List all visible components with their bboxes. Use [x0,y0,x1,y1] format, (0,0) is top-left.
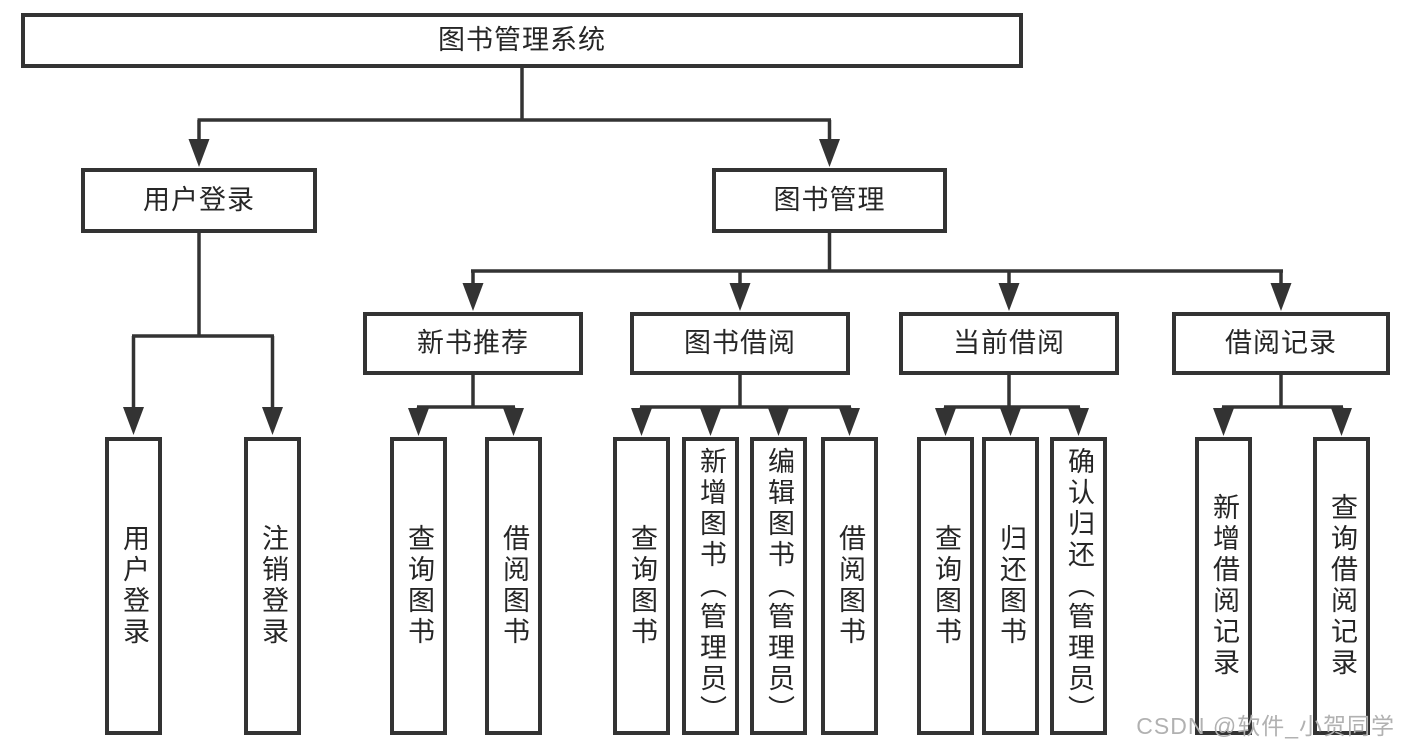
connector-root-to-level2 [197,68,832,140]
arrowhead [768,408,789,436]
leaf-add-borrow-record-label: 新增借阅记录 [1209,493,1239,679]
leaf-query-books-current: 查询图书 [917,437,974,735]
arrowhead [503,408,524,436]
leaf-query-borrow-record-label: 查询借阅记录 [1327,493,1357,679]
leaf-return-book-label: 归还图书 [996,524,1026,648]
arrowhead [935,408,956,436]
arrowhead [262,407,283,435]
leaf-add-borrow-record: 新增借阅记录 [1195,437,1252,735]
node-user-login-branch: 用户登录 [81,168,317,233]
connector-book-branch [471,233,1283,284]
leaf-query-books-recommend: 查询图书 [390,437,447,735]
connector-borrow-records-group [1221,375,1344,409]
node-book-borrow: 图书借阅 [630,312,850,375]
connector-user-branch [131,233,275,408]
leaf-query-books-borrow: 查询图书 [613,437,670,735]
arrowhead [1000,408,1021,436]
leaf-edit-book-admin: 编辑图书（管理员） [750,437,807,735]
node-current-borrow: 当前借阅 [899,312,1119,375]
leaf-borrow-books-recommend-label: 借阅图书 [499,524,529,648]
arrowhead [1331,408,1352,436]
arrowhead [729,283,751,311]
node-root: 图书管理系统 [21,13,1023,68]
leaf-borrow-books-recommend: 借阅图书 [485,437,542,735]
node-new-book-recommend: 新书推荐 [363,312,583,375]
arrowhead [1068,408,1089,436]
arrowhead [1270,283,1292,311]
leaf-confirm-return-admin: 确认归还（管理员） [1050,437,1107,735]
leaf-return-book: 归还图书 [982,437,1039,735]
arrowhead [408,408,429,436]
node-borrow-records: 借阅记录 [1172,312,1390,375]
leaf-user-login-label: 用户登录 [119,524,149,648]
connector-new-book-group [416,375,516,409]
connector-lines [131,68,1344,409]
arrowhead [123,407,144,435]
leaf-query-books-borrow-label: 查询图书 [627,524,657,648]
arrowhead [700,408,721,436]
leaf-borrow-books-label: 借阅图书 [835,524,865,648]
connector-current-borrow-group [943,375,1081,409]
leaf-user-login: 用户登录 [105,437,162,735]
leaf-query-borrow-record: 查询借阅记录 [1313,437,1370,735]
leaf-query-books-recommend-label: 查询图书 [404,524,434,648]
leaf-add-book-admin-label: 新增图书（管理员） [696,446,726,726]
leaf-borrow-books: 借阅图书 [821,437,878,735]
arrowhead [188,139,210,167]
connector-arrowheads [123,139,1352,436]
arrowhead [998,283,1020,311]
arrowhead [462,283,484,311]
arrowhead [819,139,840,167]
node-book-management-branch: 图书管理 [712,168,947,233]
leaf-confirm-return-admin-label: 确认归还（管理员） [1064,446,1094,726]
leaf-edit-book-admin-label: 编辑图书（管理员） [764,446,794,726]
arrowhead [839,408,860,436]
csdn-watermark: CSDN @软件_小贺同学 [1136,713,1395,739]
arrowhead [1213,408,1234,436]
leaf-add-book-admin: 新增图书（管理员） [682,437,739,735]
leaf-logout: 注销登录 [244,437,301,735]
arrowhead [631,408,652,436]
connector-book-borrow-group [639,375,852,409]
leaf-logout-label: 注销登录 [258,524,288,648]
leaf-query-books-current-label: 查询图书 [931,524,961,648]
